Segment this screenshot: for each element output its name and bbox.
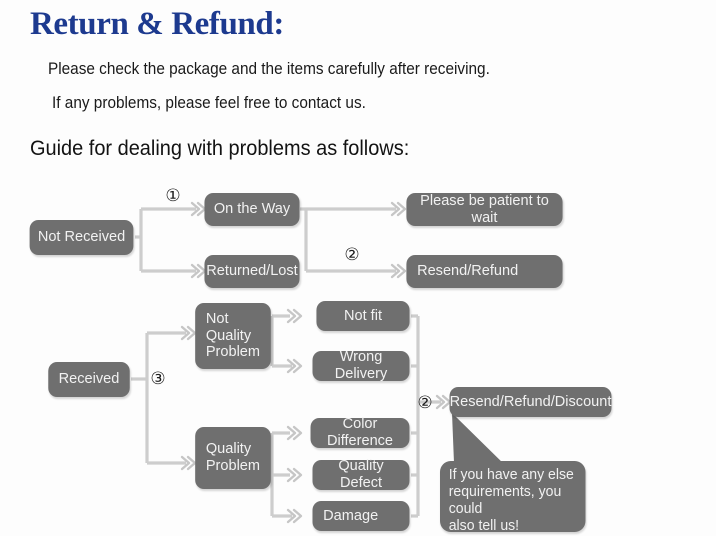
step-marker-1: ① bbox=[165, 185, 181, 205]
intro-line-2: If any problems, please feel free to con… bbox=[52, 94, 366, 112]
intro-line-1: Please check the package and the items c… bbox=[48, 60, 490, 78]
node-received[interactable]: Received bbox=[48, 362, 130, 397]
node-returned-lost[interactable]: Returned/Lost bbox=[204, 255, 300, 288]
node-resend-refund-discount[interactable]: Resend/Refund/Discount bbox=[449, 387, 612, 417]
step-marker-3: ③ bbox=[150, 368, 166, 388]
node-not-fit[interactable]: Not fit bbox=[316, 301, 410, 331]
node-not-received[interactable]: Not Received bbox=[29, 220, 134, 255]
node-not-quality-problem[interactable]: Not Quality Problem bbox=[195, 303, 271, 369]
node-wrong-delivery[interactable]: Wrong Delivery bbox=[312, 348, 410, 382]
node-please-be-patient[interactable]: Please be patient to wait bbox=[406, 192, 563, 226]
node-resend-refund[interactable]: Resend/Refund bbox=[406, 255, 563, 288]
node-quality-problem[interactable]: Quality Problem bbox=[195, 427, 271, 489]
node-on-the-way[interactable]: On the Way bbox=[204, 193, 300, 226]
callout-bubble: If you have any else requirements, you c… bbox=[440, 461, 586, 534]
node-color-difference[interactable]: Color Difference bbox=[310, 415, 410, 449]
guide-heading: Guide for dealing with problems as follo… bbox=[30, 137, 410, 160]
step-marker-2-bottom: ② bbox=[417, 392, 433, 412]
node-quality-defect[interactable]: Quality Defect bbox=[312, 457, 410, 491]
page-title: Return & Refund: bbox=[30, 6, 284, 42]
node-damage[interactable]: Damage bbox=[312, 501, 410, 531]
step-marker-2-top: ② bbox=[344, 244, 360, 264]
